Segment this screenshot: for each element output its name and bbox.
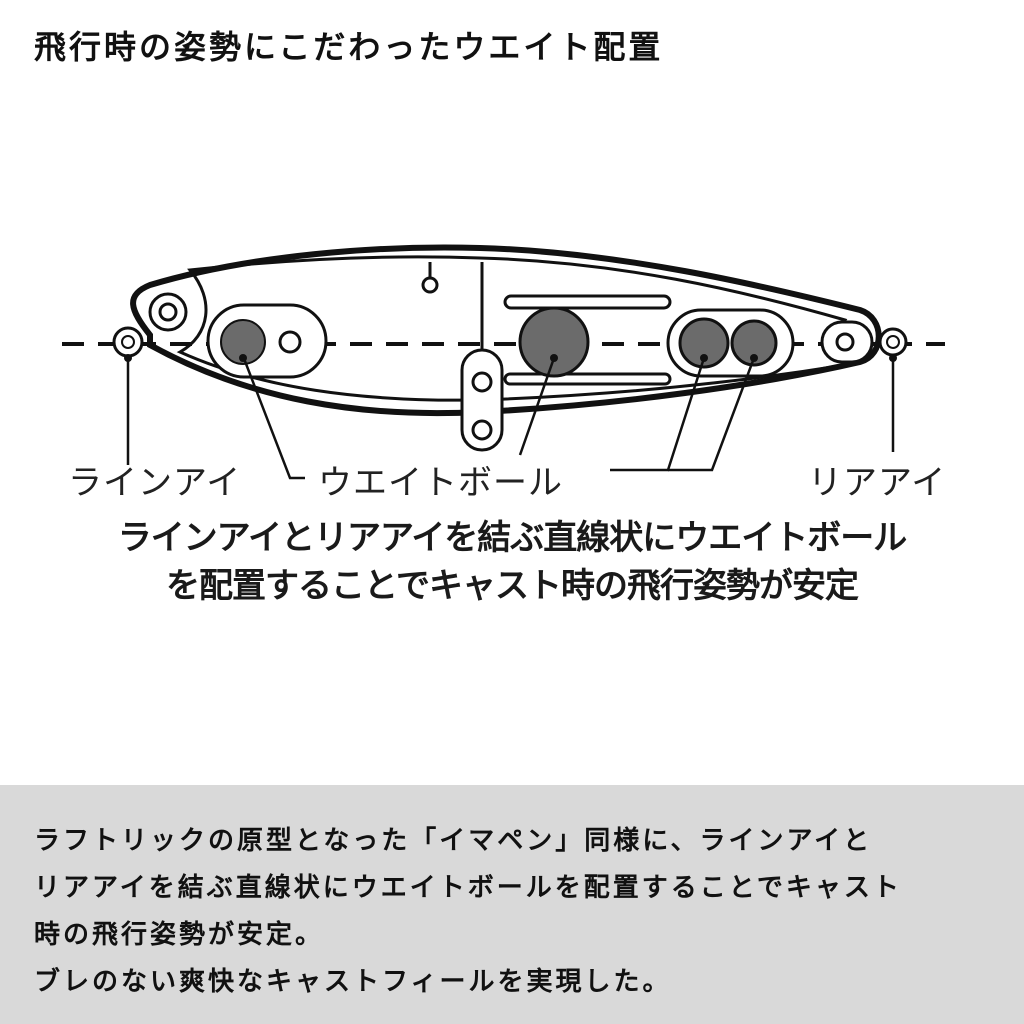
- description-panel: ラフトリックの原型となった「イマペン」同様に、ラインアイと リアアイを結ぶ直線状…: [0, 785, 1024, 1024]
- weight-ball-3: [678, 317, 730, 369]
- description-line: リアアイを結ぶ直線状にウエイトボールを配置することでキャスト: [34, 873, 902, 903]
- diagram-caption-line1: ラインアイとリアアイを結ぶ直線状にウエイトボール: [117, 518, 908, 558]
- rear-eye-icon: [878, 327, 908, 357]
- lure-cross-section-diagram: [62, 244, 945, 480]
- description-line: ラフトリックの原型となった「イマペン」同様に、ラインアイと: [34, 826, 873, 856]
- weight-ball-2: [518, 306, 590, 378]
- description-line: 時の飛行姿勢が安定。: [34, 920, 325, 950]
- page-title: 飛行時の姿勢にこだわったウエイト配置: [34, 28, 664, 66]
- description-line: ブレのない爽快なキャストフィールを実現した。: [34, 967, 672, 997]
- label-line-eye: ラインアイ: [68, 463, 242, 503]
- weight-ball-4: [730, 319, 778, 367]
- label-rear-eye: リアアイ: [808, 463, 947, 503]
- line-eye-icon: [112, 326, 144, 358]
- label-weight-ball: ウエイトボール: [318, 463, 563, 503]
- diagram-caption-line2: を配置することでキャスト時の飛行姿勢が安定: [166, 566, 859, 606]
- weight-ball-1: [220, 319, 266, 365]
